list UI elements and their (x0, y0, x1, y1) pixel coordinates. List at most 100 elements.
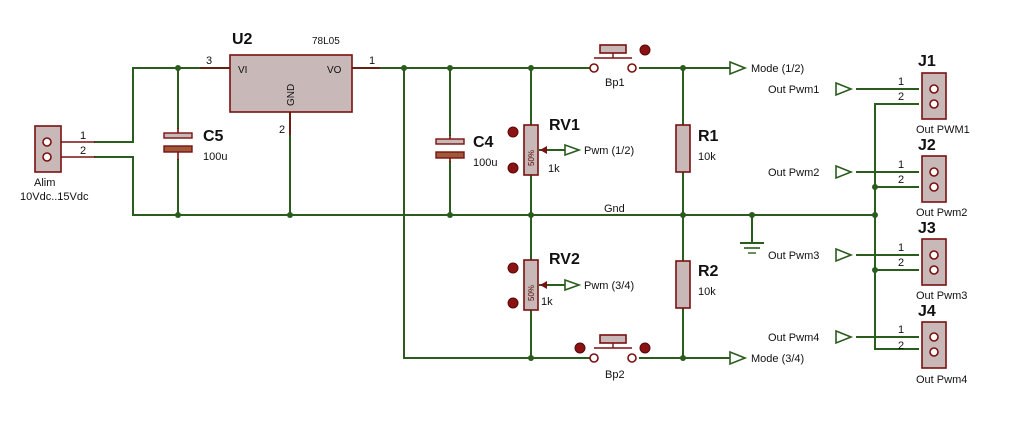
capacitor-c4: C4 100u (435, 134, 497, 169)
junction-dot (528, 212, 534, 218)
mode-labels: Mode (1/2) Mode (3/4) (729, 60, 804, 366)
alim-pin1-icon (42, 137, 52, 147)
pwm12-arrow-icon (564, 143, 582, 157)
rv1-pad-bottom (507, 162, 519, 174)
j4-pin1-num: 1 (898, 324, 904, 336)
pwm34-arrow-icon (564, 278, 582, 292)
rv1-dial: 50% (527, 150, 536, 166)
wires (94, 67, 919, 359)
mode12-arrow-icon (729, 60, 748, 76)
j2-ref: J2 (918, 137, 936, 154)
j1-pin2-num: 2 (898, 91, 904, 103)
rv1-value: 1k (548, 163, 560, 175)
connector-j1: Out Pwm1 1 2 J1 Out PWM1 (768, 53, 970, 136)
junction-dot (872, 184, 878, 190)
r1-ref: R1 (698, 128, 719, 145)
j3-body (921, 238, 947, 286)
wire-input-rail (94, 67, 231, 143)
junction-dot (749, 212, 755, 218)
j1-pin2-icon (929, 99, 939, 109)
bp2-ref: Bp2 (605, 369, 625, 381)
j4-body (921, 321, 947, 369)
j2-pin1-icon (929, 167, 939, 177)
c4-ref: C4 (473, 134, 494, 151)
alim-body (34, 125, 62, 173)
junction-dot (872, 212, 878, 218)
j1-pin1-num: 1 (898, 76, 904, 88)
r2-ref: R2 (698, 263, 719, 280)
j3-input-arrow-icon (835, 247, 854, 263)
c5-value: 100u (203, 151, 227, 163)
r1-value: 10k (698, 151, 716, 163)
rv1-body (523, 124, 539, 176)
j1-value: Out PWM1 (916, 124, 970, 136)
rv2-pad-bottom (507, 297, 519, 309)
j4-ref: J4 (918, 303, 936, 320)
u2-pin-vo: VO (327, 65, 342, 76)
rv2-body (523, 259, 539, 311)
pwm34-label: Pwm (3/4) (584, 280, 634, 292)
junction-dot (175, 65, 181, 71)
bp1-ref: Bp1 (605, 77, 625, 89)
j1-pin1-icon (929, 84, 939, 94)
capacitor-c5: C5 100u (163, 128, 227, 163)
u2-body (229, 54, 353, 113)
alim-pin2-num: 2 (80, 145, 86, 157)
r2-body (675, 260, 691, 309)
j1-ref: J1 (918, 53, 936, 70)
junction-dot (528, 65, 534, 71)
u2-pin-in-num: 3 (206, 55, 212, 67)
gnd-net-label: Gnd (604, 203, 625, 215)
alim-range: 10Vdc..15Vdc (20, 191, 89, 203)
j2-input-label: Out Pwm2 (768, 167, 819, 179)
resistor-r1: R1 10k (675, 124, 719, 173)
j2-value: Out Pwm2 (916, 207, 967, 219)
bp2-pad-right (639, 342, 651, 354)
junction-dot (447, 212, 453, 218)
junction-dot (680, 355, 686, 361)
alim-label: Alim (34, 177, 55, 189)
bp1-pad (639, 44, 651, 56)
junction-dot (287, 212, 293, 218)
wire-alim-gnd (94, 156, 134, 216)
j3-pin1-num: 1 (898, 242, 904, 254)
rv1-wiper-arrow (540, 146, 547, 154)
j3-pin2-icon (929, 265, 939, 275)
j3-value: Out Pwm3 (916, 290, 967, 302)
j4-pin1-icon (929, 332, 939, 342)
u2-pin-out-num: 1 (369, 55, 375, 67)
j2-body (921, 155, 947, 203)
pwm12-label: Pwm (1/2) (584, 145, 634, 157)
regulator-u2: U2 78L05 VI VO GND 3 1 2 (200, 31, 380, 136)
connector-j3: Out Pwm3 1 2 J3 Out Pwm3 (768, 220, 967, 302)
ground-icon (740, 242, 764, 254)
u2-ref: U2 (232, 31, 253, 48)
j4-input-arrow-icon (835, 329, 854, 345)
rv2-ref: RV2 (549, 251, 580, 268)
r2-value: 10k (698, 286, 716, 298)
bp2-pad-left (574, 342, 586, 354)
j3-pin2-num: 2 (898, 257, 904, 269)
j2-pin2-num: 2 (898, 174, 904, 186)
u2-pin-gnd-num: 2 (279, 124, 285, 136)
alim-pin2-icon (42, 152, 52, 162)
mode12-label: Mode (1/2) (751, 63, 804, 75)
j2-pin1-num: 1 (898, 159, 904, 171)
r1-body (675, 124, 691, 173)
j4-value: Out Pwm4 (916, 374, 967, 386)
j4-pin2-num: 2 (898, 340, 904, 352)
pushbutton-bp2: Bp2 (574, 334, 651, 381)
c5-ref: C5 (203, 128, 224, 145)
j4-pin2-icon (929, 347, 939, 357)
junction-dot (680, 212, 686, 218)
junction-dot (528, 355, 534, 361)
j3-input-label: Out Pwm3 (768, 250, 819, 262)
alim-pin1-num: 1 (80, 130, 86, 142)
alim-connector: 1 2 Alim 10Vdc..15Vdc (20, 125, 95, 203)
j4-input-label: Out Pwm4 (768, 332, 819, 344)
u2-pin-vi: VI (238, 65, 247, 76)
junction-dot (872, 267, 878, 273)
junction-dot (175, 212, 181, 218)
j1-body (921, 72, 947, 120)
